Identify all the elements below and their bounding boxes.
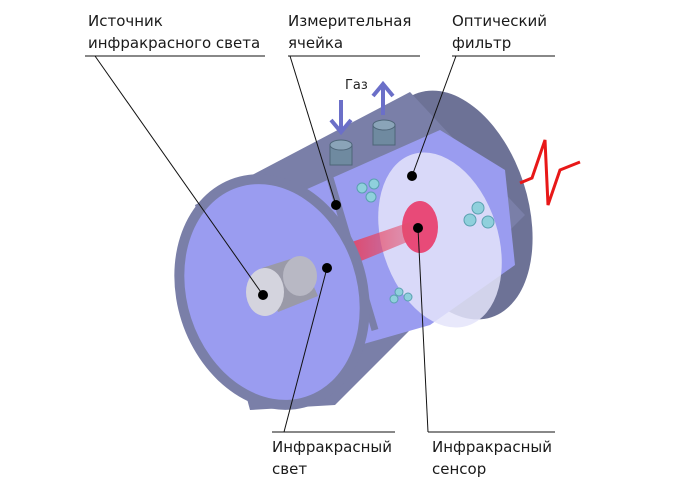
label-line: Источник (88, 12, 163, 30)
label-ir-sensor: Инфракрасный сенсор (432, 436, 552, 480)
signal-waveform (519, 139, 581, 206)
leader-lines (85, 55, 555, 433)
label-measuring-cell: Измерительная ячейка (288, 10, 411, 54)
label-ir-source: Источник инфракрасного света (88, 10, 260, 54)
label-ir-light: Инфракрасный свет (272, 436, 392, 480)
label-gas: Газ (345, 78, 368, 93)
label-line: инфракрасного света (88, 34, 261, 52)
label-line: Инфракрасный (272, 438, 392, 456)
label-line: Измерительная (288, 12, 412, 30)
ir-source-back (283, 256, 317, 296)
gas-molecules (356, 178, 495, 304)
label-line: сенсор (432, 460, 487, 478)
gas-out-arrow-icon (371, 80, 395, 115)
gas-in-arrow-icon (329, 100, 353, 136)
label-line: свет (272, 460, 308, 478)
label-line: Оптический (452, 12, 547, 30)
label-optical-filter: Оптический фильтр (452, 10, 547, 54)
leader-dots (258, 171, 423, 300)
label-line: фильтр (452, 34, 512, 52)
gas-ports (329, 119, 396, 166)
gas-flow-arrows (329, 80, 395, 136)
label-line: Инфракрасный (432, 438, 552, 456)
label-line: ячейка (288, 34, 344, 52)
optical-filter (378, 152, 502, 328)
